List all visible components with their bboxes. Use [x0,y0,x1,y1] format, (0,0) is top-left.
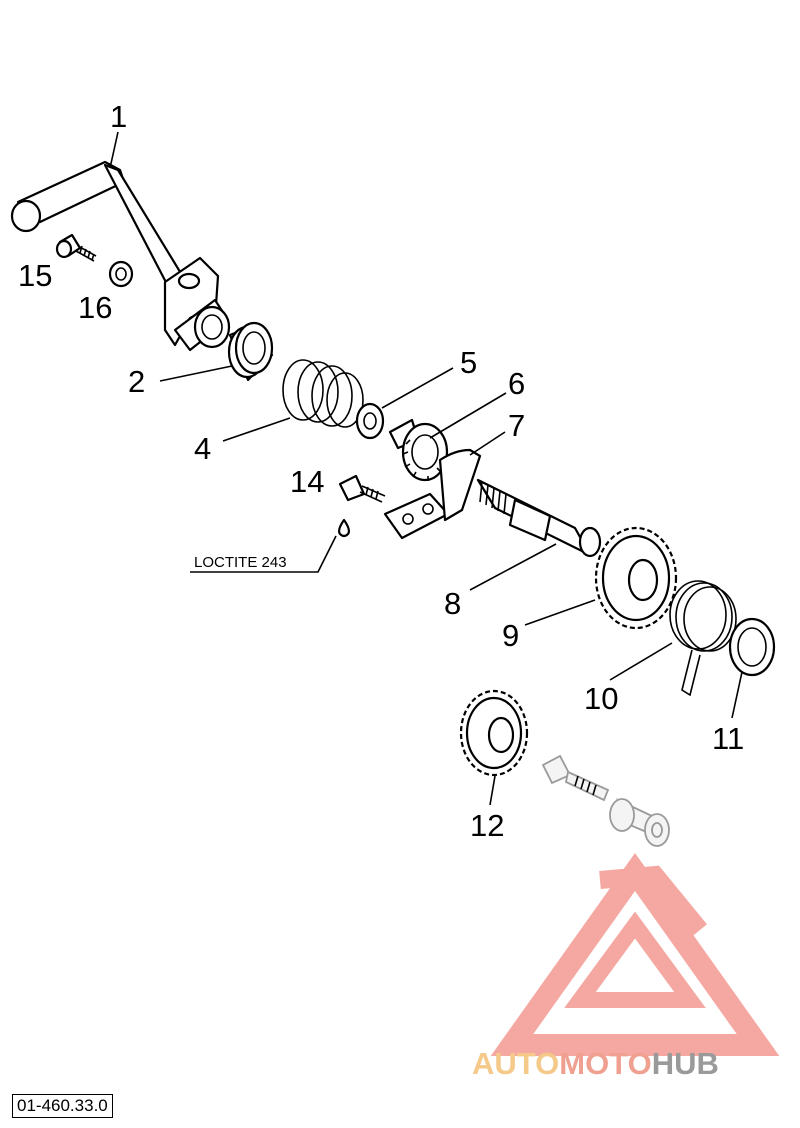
callout-6: 6 [508,366,525,401]
part-11-washer [728,617,776,677]
part-12-idler-gear [459,689,529,777]
callout-1: 1 [110,99,127,134]
part-9-gear [594,526,678,630]
callout-11: 11 [712,721,744,756]
part-15-bolt [55,233,97,262]
part-8-kickstart-shaft [476,478,602,558]
callout-5: 5 [460,345,477,380]
loctite-note: LOCTITE 243 [194,554,287,571]
watermark-logo [490,853,780,1056]
watermark-text: AUTOMOTOHUB [472,1046,719,1081]
part-16-washer [108,260,134,288]
part-14-bolt [338,474,386,503]
part-1-kickstart-lever [10,160,231,352]
callout-7: 7 [508,408,525,443]
part-4-spring [282,359,364,428]
part-6-ratchet [388,418,449,482]
watermark-hub: HUB [652,1046,719,1081]
loctite-drop-icon [338,518,350,538]
callout-15: 15 [18,258,52,293]
callout-12: 12 [470,808,504,843]
ghost-bolt-and-bushing [541,754,670,847]
part-5-washer [355,402,385,440]
document-code: 01-460.33.0 [12,1094,113,1118]
callout-4: 4 [194,431,211,466]
callout-9: 9 [502,618,519,653]
part-2-bushing [227,321,274,382]
callout-labels: 1 2 4 5 6 7 8 9 10 11 12 14 15 16 [18,99,744,843]
watermark-moto: MOTO [559,1046,651,1081]
part-7-stop-plate [383,448,482,540]
part-10-torsion-spring [669,580,737,697]
callout-2: 2 [128,364,145,399]
callout-8: 8 [444,586,461,621]
watermark-auto: AUTO [472,1046,559,1081]
callout-10: 10 [584,681,618,716]
callout-16: 16 [78,290,112,325]
callout-14: 14 [290,464,324,499]
leader-lines [109,131,743,806]
